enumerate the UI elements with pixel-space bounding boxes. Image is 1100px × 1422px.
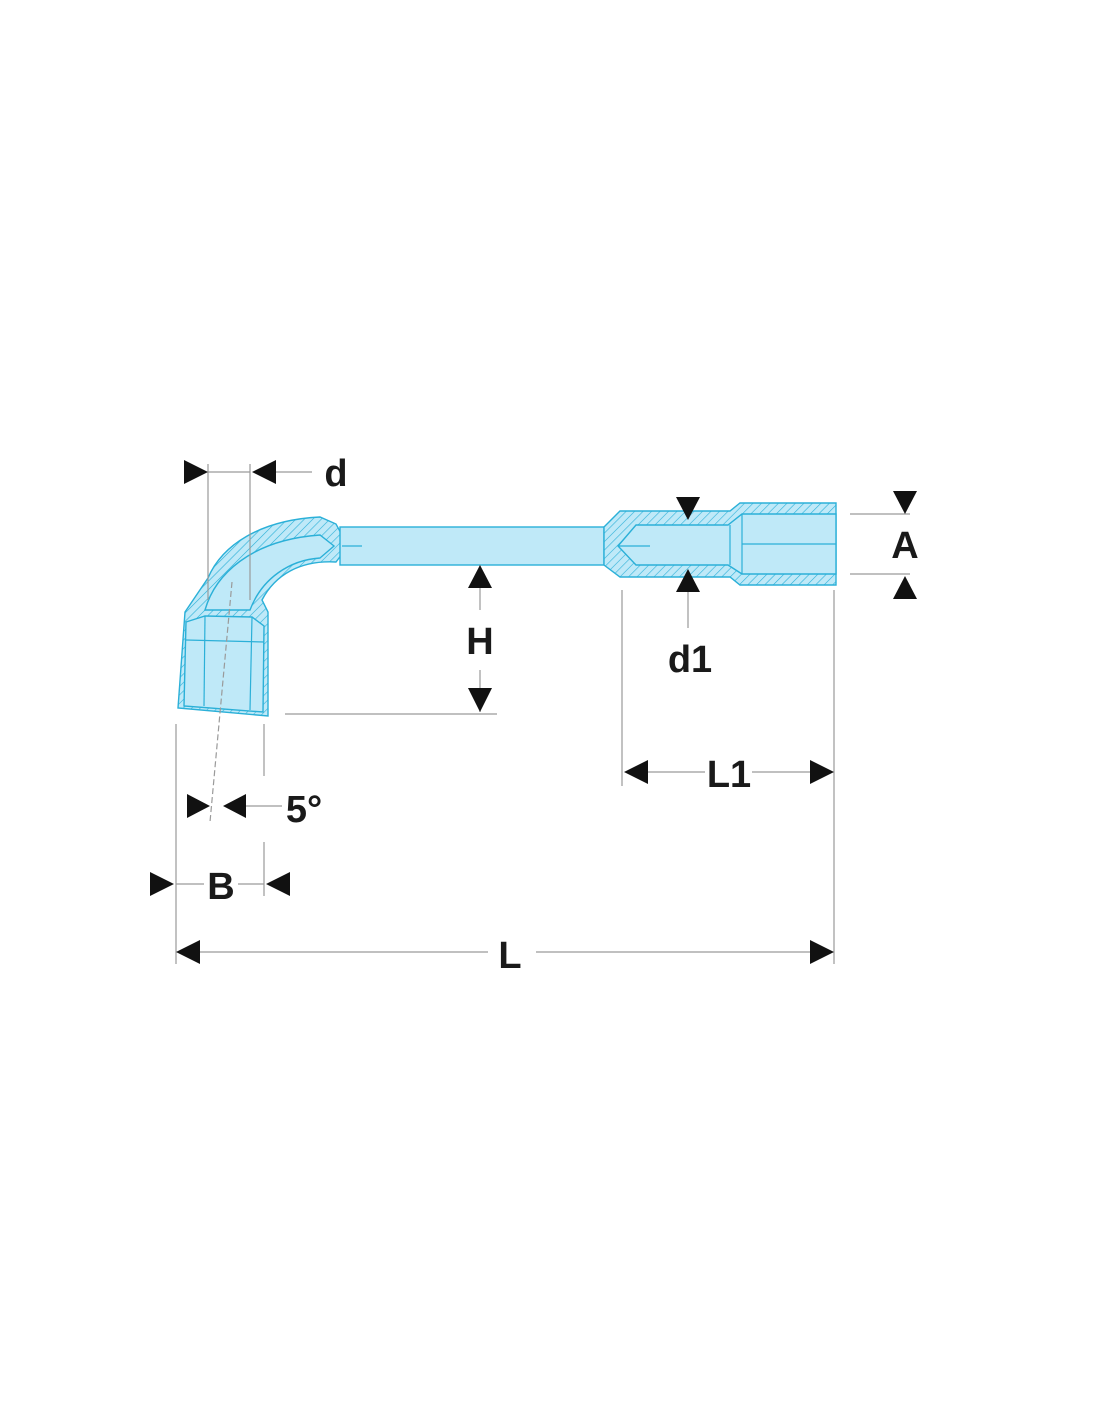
label-l: L — [498, 935, 521, 977]
l1-left-arrow — [624, 760, 648, 784]
label-d1: d1 — [668, 639, 712, 681]
l-right-arrow — [810, 940, 834, 964]
b-left-arrow — [150, 872, 174, 896]
d1-top-arrow — [676, 497, 700, 520]
b-right-arrow — [266, 872, 290, 896]
a-bottom-arrow — [893, 576, 917, 599]
label-a: A — [891, 525, 918, 567]
dimension-lines — [175, 464, 910, 964]
h-top-arrow — [468, 565, 492, 588]
d-right-arrow — [252, 460, 276, 484]
left-head-bore — [204, 534, 336, 611]
l1-right-arrow — [810, 760, 834, 784]
wrench-shank — [339, 526, 605, 566]
wrench-body — [177, 502, 837, 717]
d-left-arrow — [184, 460, 208, 484]
l-left-arrow — [176, 940, 200, 964]
label-l1: L1 — [707, 754, 751, 796]
label-h: H — [466, 621, 493, 663]
dimension-labels: d A H d1 L1 5° B L — [207, 453, 918, 977]
angle-right-arrow — [223, 794, 246, 818]
h-bottom-arrow — [468, 688, 492, 712]
label-b: B — [207, 866, 234, 908]
d1-bottom-arrow — [676, 569, 700, 592]
label-d: d — [324, 453, 347, 495]
arrowheads — [150, 460, 917, 964]
angle-left-arrow — [187, 794, 210, 818]
label-angle: 5° — [286, 789, 322, 831]
a-top-arrow — [893, 491, 917, 514]
